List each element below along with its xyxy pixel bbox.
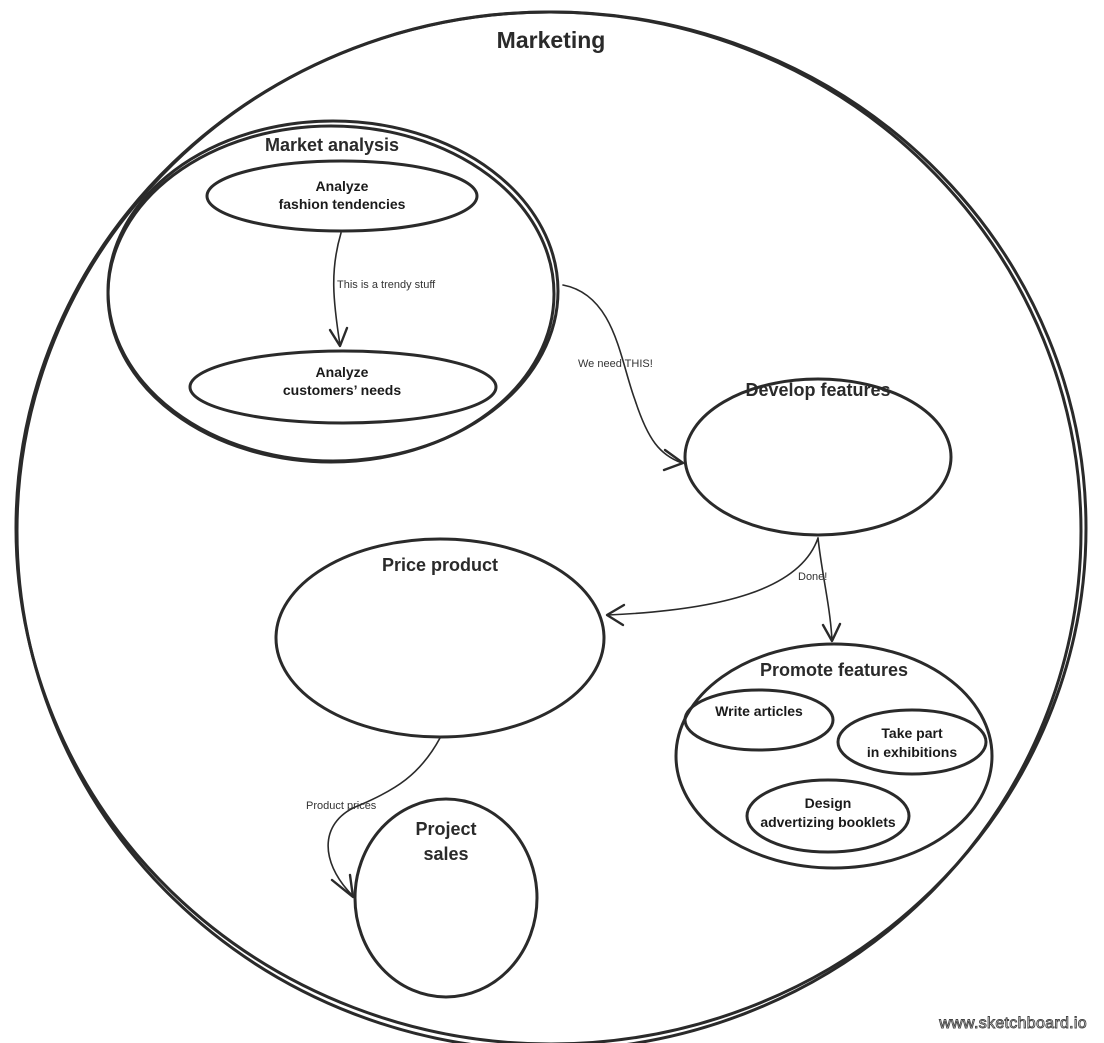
- watermark: www.sketchboard.io: [938, 1015, 1087, 1032]
- edge-label-need-this: We need THIS!: [578, 358, 653, 370]
- take-part-line1: Take part: [881, 725, 943, 741]
- edge-develop-to-promote[interactable]: [817, 537, 833, 641]
- edge-price-to-sales[interactable]: [327, 737, 441, 896]
- arrowhead-analysis-to-develop: [662, 448, 685, 472]
- take-part-node[interactable]: [836, 708, 988, 776]
- design-booklets-line1: Design: [805, 795, 852, 811]
- write-articles-label: Write articles: [715, 703, 803, 719]
- analyze-customers-node[interactable]: [188, 349, 498, 425]
- edge-develop-to-price[interactable]: [607, 537, 819, 616]
- edge-analysis-to-develop[interactable]: [562, 284, 683, 464]
- design-booklets-node[interactable]: [745, 778, 911, 854]
- market-analysis-group-sketch: [106, 124, 556, 464]
- take-part-line2: in exhibitions: [867, 744, 957, 760]
- analyze-customers-line1: Analyze: [316, 364, 369, 380]
- edge-label-done: Done!: [798, 571, 827, 583]
- arrowhead-develop-to-promote: [821, 622, 842, 643]
- marketing-boundary[interactable]: [14, 10, 1088, 1043]
- project-sales-line1: Project: [415, 819, 476, 839]
- edge-label-trendy: This is a trendy stuff: [337, 279, 436, 291]
- project-sales-group[interactable]: [353, 797, 539, 999]
- arrowhead-fashion-to-customers: [328, 326, 349, 348]
- price-product-label: Price product: [382, 555, 498, 575]
- analyze-fashion-line2: fashion tendencies: [279, 196, 406, 212]
- edge-label-product-prices: Product prices: [306, 800, 377, 812]
- analyze-fashion-line1: Analyze: [316, 178, 369, 194]
- promote-features-group[interactable]: [674, 642, 994, 870]
- promote-features-label: Promote features: [760, 660, 908, 680]
- analyze-fashion-node[interactable]: [205, 159, 479, 233]
- edge-fashion-to-customers[interactable]: [332, 232, 342, 346]
- marketing-boundary-sketch: [15, 10, 1083, 1043]
- price-product-group[interactable]: [274, 537, 606, 739]
- arrowhead-price-to-sales: [330, 873, 355, 899]
- marketing-title: Marketing: [497, 27, 606, 53]
- develop-features-label: Develop features: [745, 380, 890, 400]
- write-articles-node[interactable]: [683, 688, 835, 752]
- analyze-customers-line2: customers’ needs: [283, 382, 401, 398]
- arrowhead-develop-to-price: [605, 603, 626, 627]
- market-analysis-label: Market analysis: [265, 135, 399, 155]
- design-booklets-line2: advertizing booklets: [760, 814, 896, 830]
- develop-features-group[interactable]: [683, 377, 953, 537]
- project-sales-line2: sales: [423, 844, 468, 864]
